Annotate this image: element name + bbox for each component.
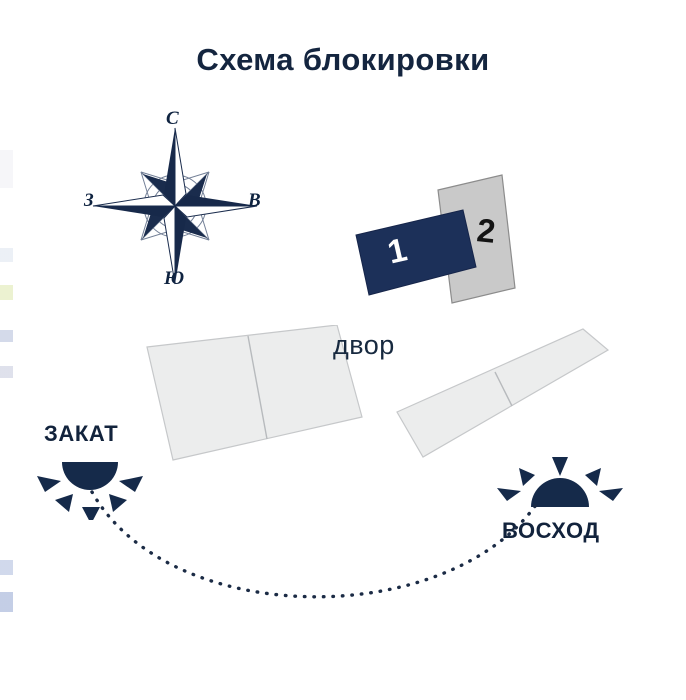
sunset-icon [37,462,143,520]
page-edge-sliver [0,0,14,700]
dotted-sun-arc-path [90,490,540,599]
dotted-sun-arc [90,490,540,599]
sunset-dome [62,462,118,490]
right-building-shape [396,328,610,458]
compass-label-south: Ю [164,268,185,289]
sunrise-label: ВОСХОД [502,518,600,543]
yard-label: двор [333,330,395,360]
blocks-1-and-2-group [355,174,516,304]
page-title: Схема блокировки [196,42,490,77]
left-building-divider [247,335,268,440]
compass-rose-graphic [92,127,258,285]
page-edge-divider [13,0,14,700]
compass-label-north: С [166,108,179,129]
right-building-divider [494,371,513,407]
compass-rose: С Ю З В [80,108,275,298]
compass-label-west: З [84,190,94,211]
left-building [146,325,363,461]
sunrise-icon [497,457,623,507]
block-1-shape [355,209,477,296]
sunrise-dome [531,478,589,507]
left-building-shape [146,325,363,461]
right-building [396,328,610,458]
sunset-label: ЗАКАТ [44,421,119,446]
compass-label-east: В [248,190,261,211]
